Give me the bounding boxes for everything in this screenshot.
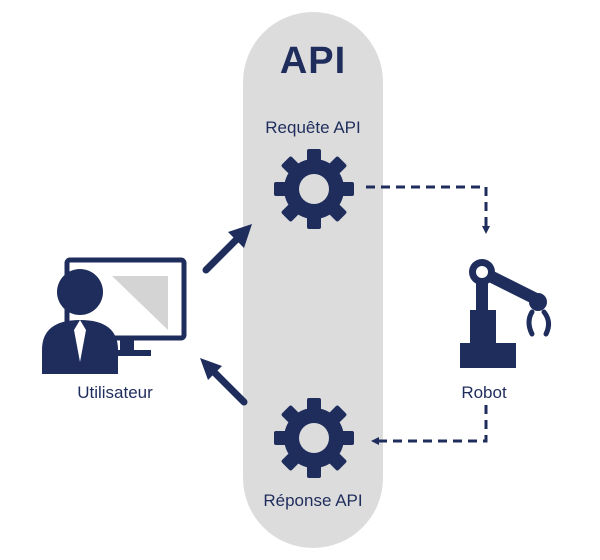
robot-label: Robot [461, 383, 507, 402]
robot-arm-icon [460, 259, 552, 368]
robot-to-response-arrow [371, 405, 488, 445]
request-label: Requête API [265, 118, 361, 137]
request-to-robot-arrow [366, 185, 490, 234]
user-icon [42, 269, 118, 374]
api-title: API [279, 40, 347, 82]
api-panel [243, 12, 383, 548]
arrow-up-left-icon [200, 358, 248, 406]
arrow-up-right-icon [202, 224, 252, 274]
user-label: Utilisateur [77, 383, 153, 402]
response-label: Réponse API [263, 491, 363, 510]
gear-icon [274, 149, 354, 229]
gear-icon [274, 398, 354, 478]
